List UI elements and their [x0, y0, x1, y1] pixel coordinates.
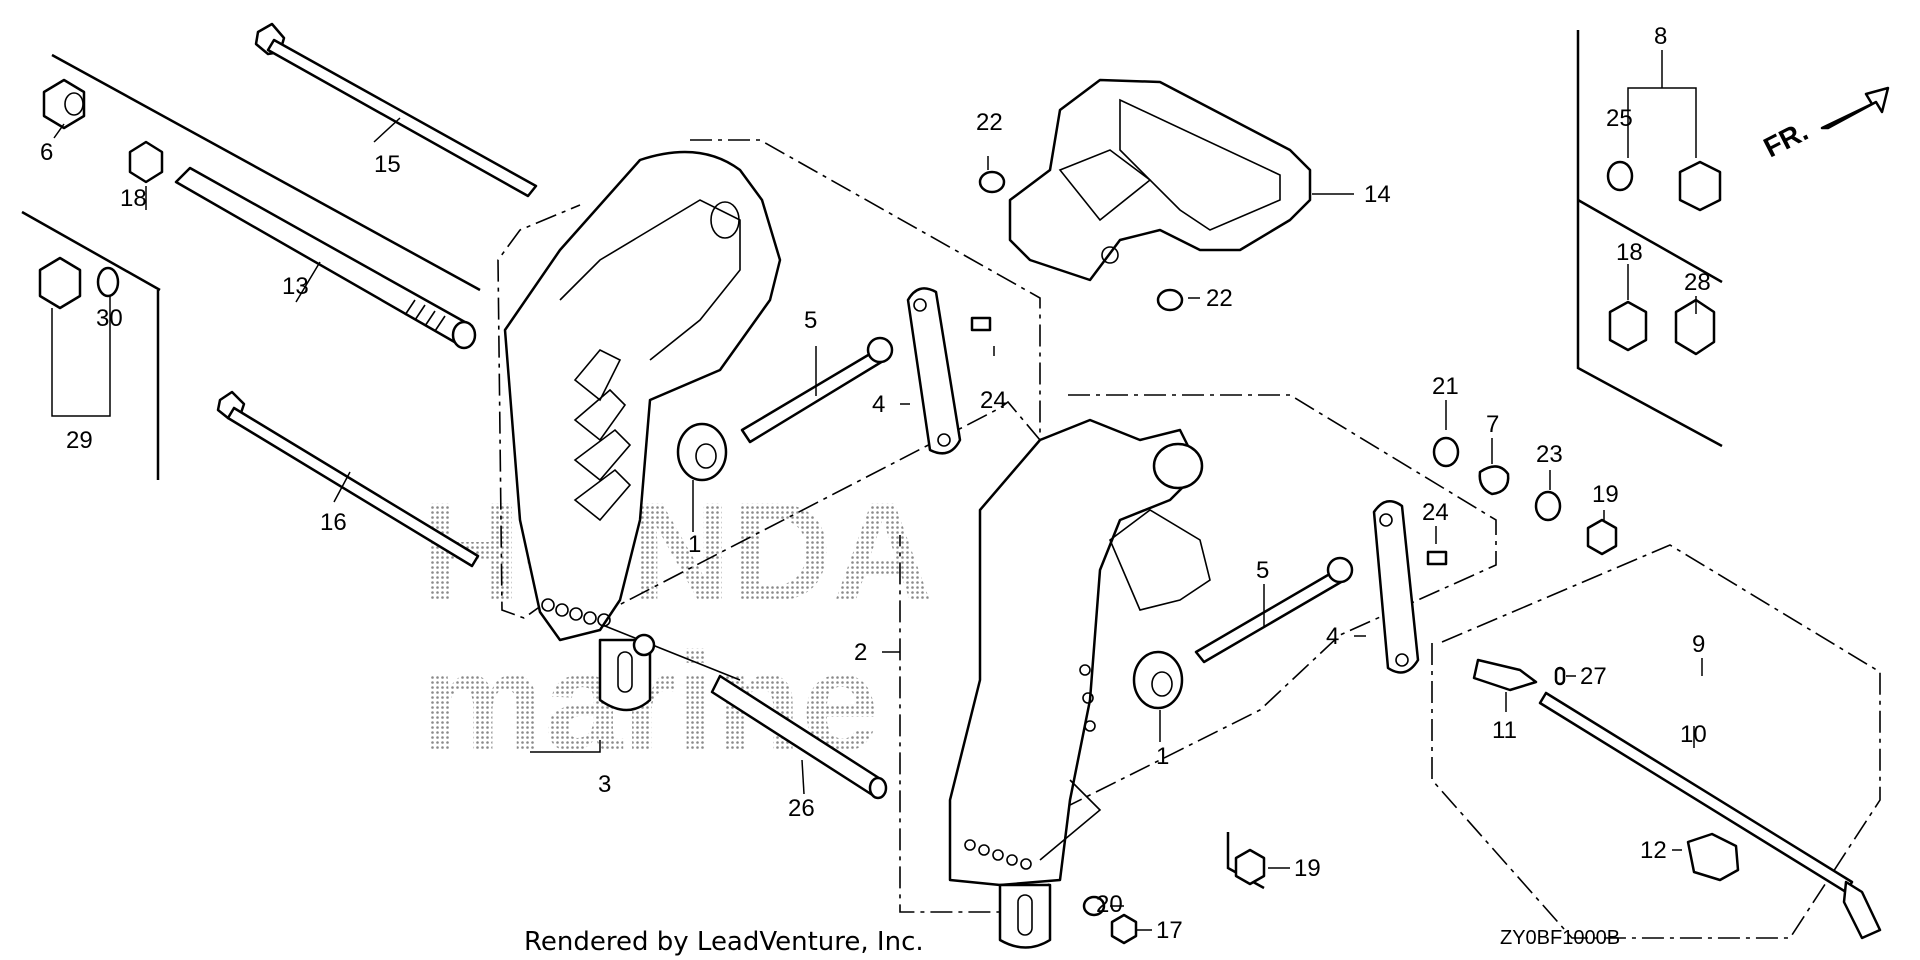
part-7-spring: [1478, 465, 1510, 496]
part-20-washer: [1082, 895, 1106, 917]
part-22-washer-bottom: [1156, 288, 1184, 312]
part-30-washer: [96, 266, 120, 298]
callout-25: 25: [1606, 105, 1633, 132]
callout-11: 11: [1492, 717, 1517, 744]
part-10-tilt-pin: [1538, 691, 1882, 940]
part-28-nut: [1674, 298, 1716, 356]
callout-12: 12: [1640, 837, 1667, 864]
callout-8: 8: [1654, 23, 1667, 50]
callout-1-left: 1: [688, 531, 701, 558]
part-23-washer: [1534, 490, 1562, 522]
bracket-left-holes: [541, 598, 611, 627]
callout-27: 27: [1580, 663, 1607, 690]
leader-lines: [51, 50, 1703, 931]
callout-18-right: 18: [1616, 239, 1643, 266]
diagram-code: ZY0BF1000B: [1500, 927, 1620, 949]
stern-bracket-right: [948, 418, 1211, 949]
fr-arrow-icon: [1820, 86, 1890, 130]
callout-26: 26: [788, 795, 815, 822]
callout-14: 14: [1364, 181, 1391, 208]
part-18-nut-left: [128, 140, 164, 184]
callout-3: 3: [598, 771, 611, 798]
callout-30: 30: [96, 305, 123, 332]
part-29-nut: [38, 256, 82, 310]
shafts-and-bolts: [174, 22, 1882, 940]
front-direction-indicator: FR.: [1759, 86, 1890, 163]
callout-19-bottom: 19: [1294, 855, 1321, 882]
part-25-washer: [1606, 160, 1634, 192]
callout-19-top: 19: [1592, 481, 1619, 508]
part-27-pin: [1554, 666, 1566, 686]
callout-21: 21: [1432, 373, 1459, 400]
part-19-nut-top: [1586, 518, 1618, 556]
part-19-nut-bottom: [1234, 848, 1266, 886]
part-1-washer-left: [676, 422, 728, 482]
part-22-washer-top: [978, 170, 1006, 194]
part-6-nut: [42, 78, 86, 130]
callout-23: 23: [1536, 441, 1563, 468]
callout-4-left: 4: [872, 391, 885, 418]
callout-28: 28: [1684, 269, 1711, 296]
part-1-washer-right: [1132, 650, 1184, 710]
callout-13: 13: [282, 273, 309, 300]
part-13-tube: [174, 166, 477, 350]
callout-18-left: 18: [120, 185, 147, 212]
callout-20: 20: [1096, 891, 1123, 918]
callout-16: 16: [320, 509, 347, 536]
callout-4-right: 4: [1326, 623, 1339, 650]
honda-marine-watermark: HONDA marine: [420, 473, 933, 780]
bracket-right-holes: [964, 664, 1096, 870]
callout-22-top: 22: [976, 109, 1003, 136]
part-16-bolt: [216, 390, 480, 568]
callout-29: 29: [66, 427, 93, 454]
part-17-nut: [1110, 913, 1138, 945]
stern-bracket-left: [503, 150, 782, 712]
part-callouts: 6 18 13 15 30 29 16 1 5 4 22 22 24 14 3 …: [40, 23, 1711, 944]
callout-24-right: 24: [1422, 499, 1449, 526]
callout-10: 10: [1680, 721, 1707, 748]
part-11-clip: [1472, 658, 1538, 692]
hardware-small: [38, 78, 1740, 945]
watermark-line1: HONDA: [420, 473, 933, 630]
callout-5-left: 5: [804, 307, 817, 334]
callout-15: 15: [374, 151, 401, 178]
part-15-bolt: [254, 22, 538, 198]
callout-9: 9: [1692, 631, 1705, 658]
callout-24-left: 24: [980, 387, 1007, 414]
callout-7: 7: [1486, 411, 1499, 438]
fr-label: FR.: [1759, 115, 1813, 163]
callout-5-right: 5: [1256, 557, 1269, 584]
section-borders: [21, 30, 1723, 890]
callout-6: 6: [40, 139, 53, 166]
callout-2: 2: [854, 639, 867, 666]
part-26-tube: [710, 674, 888, 800]
callout-17: 17: [1156, 917, 1183, 944]
part-12-spring: [1686, 832, 1740, 882]
part-21-washer: [1432, 436, 1460, 468]
part-24-bolt-bottom: [1426, 550, 1448, 566]
callout-22-bottom: 22: [1206, 285, 1233, 312]
part-24-bolt-top: [970, 316, 992, 332]
part-8-nut: [1678, 160, 1722, 212]
rendered-by-credit: Rendered by LeadVenture, Inc.: [524, 927, 924, 957]
part-4-plates: [906, 287, 1420, 674]
part-14-handle: [1008, 78, 1312, 282]
callout-1-right: 1: [1156, 743, 1169, 770]
part-5-spring-bolts: [740, 336, 1354, 664]
part-18-nut-right: [1608, 300, 1648, 352]
